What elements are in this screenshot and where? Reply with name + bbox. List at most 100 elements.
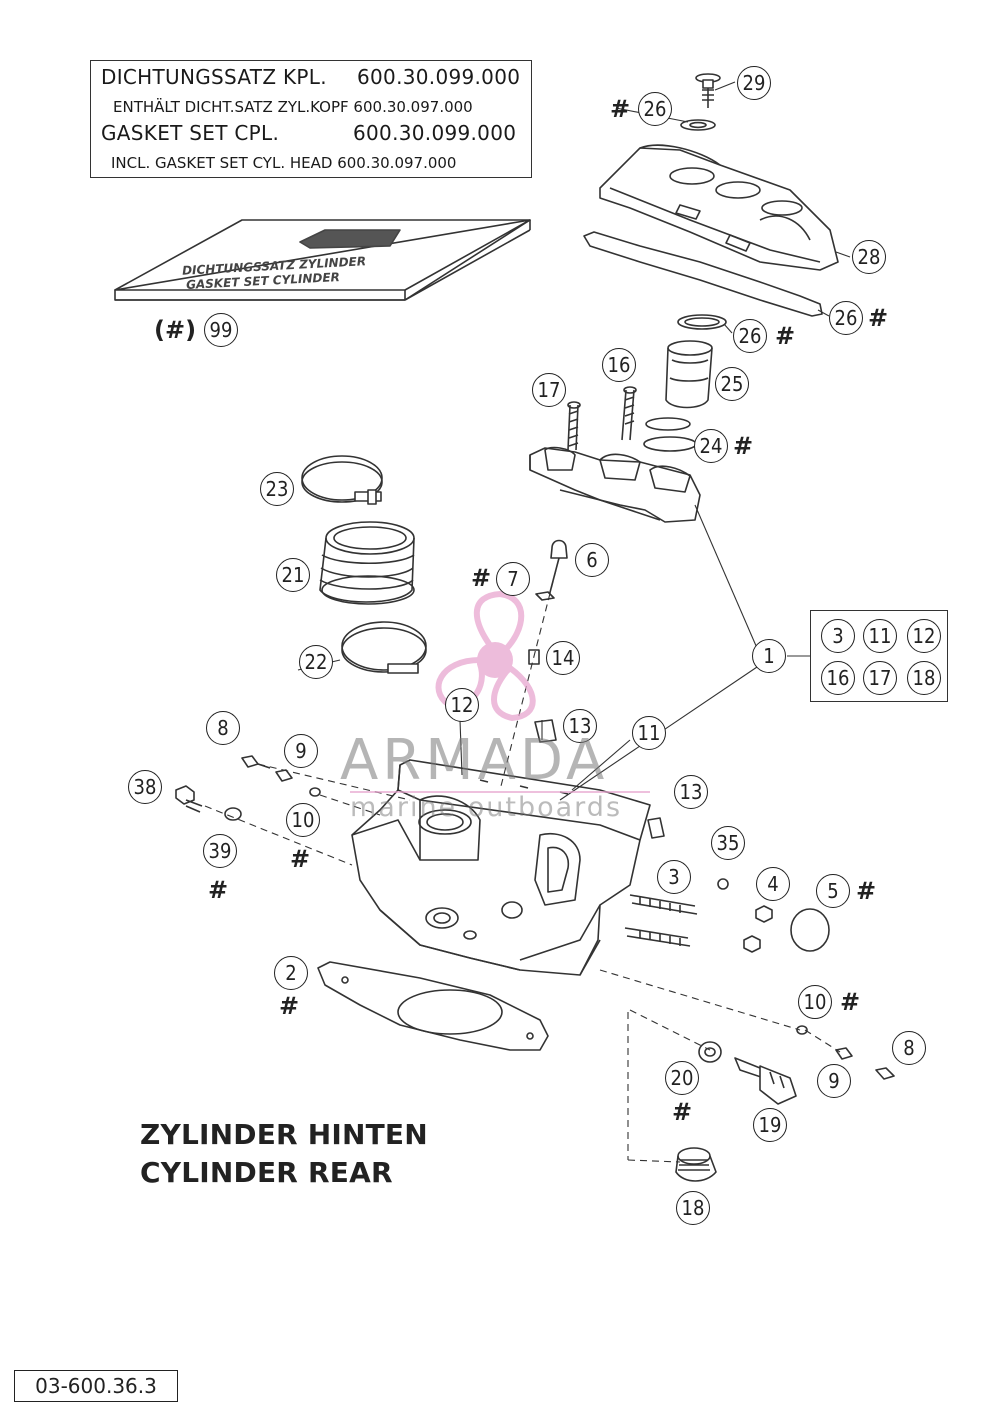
spark-plug-tube xyxy=(665,340,713,409)
callout-8-right[interactable]: 8 xyxy=(892,1031,926,1065)
o-ring-5 xyxy=(790,908,830,952)
sensor-8-left xyxy=(241,755,259,768)
hash-mark: # xyxy=(610,95,631,123)
plug-part-6 xyxy=(547,539,568,601)
callout-26-top[interactable]: 26 xyxy=(638,92,672,126)
sensor-9-right xyxy=(835,1047,853,1060)
callout-12[interactable]: 12 xyxy=(445,688,479,722)
temperature-sensor-19 xyxy=(734,1057,797,1105)
plug-18 xyxy=(675,1147,717,1182)
caption-english: CYLINDER REAR xyxy=(140,1156,393,1189)
nut-13-top xyxy=(534,719,557,743)
armada-propeller-logo xyxy=(435,590,536,722)
callout-99[interactable]: 99 xyxy=(204,313,238,347)
valve-cover xyxy=(599,144,839,271)
nut-4a xyxy=(755,905,773,923)
washer-35 xyxy=(717,878,729,890)
hash-mark: # xyxy=(856,877,877,905)
hash-mark: # xyxy=(868,304,889,332)
callout-26-gasket[interactable]: 26 xyxy=(829,301,863,335)
washer-7 xyxy=(535,591,555,601)
sensor-9-left xyxy=(275,769,293,782)
callout-10-right[interactable]: 10 xyxy=(798,985,832,1019)
tube-o-ring-lower xyxy=(643,436,697,452)
callout-23[interactable]: 23 xyxy=(260,472,294,506)
group-callout-3[interactable]: 3 xyxy=(821,619,855,653)
watermark-brand-name: ARMADA xyxy=(340,728,609,793)
bearing-bridge-screw-17 xyxy=(567,401,581,451)
gasket-set-number-en: 600.30.099.000 xyxy=(353,121,517,145)
bearing-bridge-screw-16 xyxy=(621,386,637,441)
callout-39[interactable]: 39 xyxy=(203,834,237,868)
hash-mark: # xyxy=(775,322,796,350)
callout-9-right[interactable]: 9 xyxy=(817,1064,851,1098)
washer-10-left xyxy=(309,787,321,797)
callout-4[interactable]: 4 xyxy=(756,867,790,901)
callout-20[interactable]: 20 xyxy=(665,1061,699,1095)
callout-18[interactable]: 18 xyxy=(676,1191,710,1225)
callout-13-right[interactable]: 13 xyxy=(674,775,708,809)
callout-5[interactable]: 5 xyxy=(816,874,850,908)
callout-16[interactable]: 16 xyxy=(602,348,636,382)
callout-24[interactable]: 24 xyxy=(694,429,728,463)
callout-11[interactable]: 11 xyxy=(632,716,666,750)
intake-rubber-boot xyxy=(319,521,415,605)
callout-35[interactable]: 35 xyxy=(711,826,745,860)
part-1-contents-box: 3 11 12 16 17 18 xyxy=(810,610,948,702)
nut-4b xyxy=(743,935,761,953)
callout-2[interactable]: 2 xyxy=(274,956,308,990)
gasket-set-label-de: DICHTUNGSSATZ KPL. xyxy=(101,65,327,89)
gasket-kit-package xyxy=(114,219,531,301)
callout-17[interactable]: 17 xyxy=(532,373,566,407)
sensor-8-right xyxy=(875,1067,895,1080)
hash-mark: # xyxy=(471,564,492,592)
hash-mark: # xyxy=(733,432,754,460)
callout-7[interactable]: 7 xyxy=(496,562,530,596)
hash-mark: # xyxy=(208,876,229,904)
group-callout-18[interactable]: 18 xyxy=(907,661,941,695)
gasket-set-includes-de: ENTHÄLT DICHT.SATZ ZYL.KOPF 600.30.097.0… xyxy=(113,98,473,116)
gasket-kit-hash-label: (#) xyxy=(154,316,197,344)
group-callout-16[interactable]: 16 xyxy=(821,661,855,695)
seal-ring-20 xyxy=(698,1041,722,1063)
intake-clamp-lower xyxy=(341,621,427,674)
callout-26-tube-seal[interactable]: 26 xyxy=(733,319,767,353)
washer-10-right xyxy=(796,1025,808,1035)
gasket-set-number-de: 600.30.099.000 xyxy=(357,65,521,89)
callout-19[interactable]: 19 xyxy=(753,1108,787,1142)
stud-bolts xyxy=(624,894,698,947)
callout-28[interactable]: 28 xyxy=(852,240,886,274)
callout-22[interactable]: 22 xyxy=(299,645,333,679)
callout-9-left[interactable]: 9 xyxy=(284,734,318,768)
hash-mark: # xyxy=(672,1098,693,1126)
camshaft-bearing-bridge xyxy=(529,446,701,523)
drawing-code: 03-600.36.3 xyxy=(14,1370,178,1402)
group-callout-11[interactable]: 11 xyxy=(863,619,897,653)
callout-8-left[interactable]: 8 xyxy=(206,711,240,745)
watermark-subtitle: marine outboards xyxy=(350,792,623,823)
callout-3[interactable]: 3 xyxy=(657,860,691,894)
tube-o-ring-upper xyxy=(645,417,691,431)
group-callout-17[interactable]: 17 xyxy=(863,661,897,695)
callout-1[interactable]: 1 xyxy=(752,639,786,673)
hash-mark: # xyxy=(840,988,861,1016)
callout-14[interactable]: 14 xyxy=(546,641,580,675)
callout-21[interactable]: 21 xyxy=(276,558,310,592)
cylinder-head xyxy=(351,759,651,976)
plug-screw-38 xyxy=(175,785,203,813)
hash-mark: # xyxy=(279,992,300,1020)
intake-clamp-upper xyxy=(301,455,383,505)
callout-38[interactable]: 38 xyxy=(128,770,162,804)
group-callout-12[interactable]: 12 xyxy=(907,619,941,653)
valve-cover-gasket xyxy=(583,231,823,317)
callout-25[interactable]: 25 xyxy=(715,367,749,401)
nut-13-right xyxy=(647,817,665,839)
gasket-set-info-box: DICHTUNGSSATZ KPL. 600.30.099.000 ENTHÄL… xyxy=(90,60,532,178)
cylinder-head-gasket xyxy=(317,961,549,1051)
callout-29[interactable]: 29 xyxy=(737,66,771,100)
callout-10-left[interactable]: 10 xyxy=(286,803,320,837)
callout-6[interactable]: 6 xyxy=(575,543,609,577)
callout-13-top[interactable]: 13 xyxy=(563,709,597,743)
bolt-seal-ring xyxy=(680,119,716,131)
